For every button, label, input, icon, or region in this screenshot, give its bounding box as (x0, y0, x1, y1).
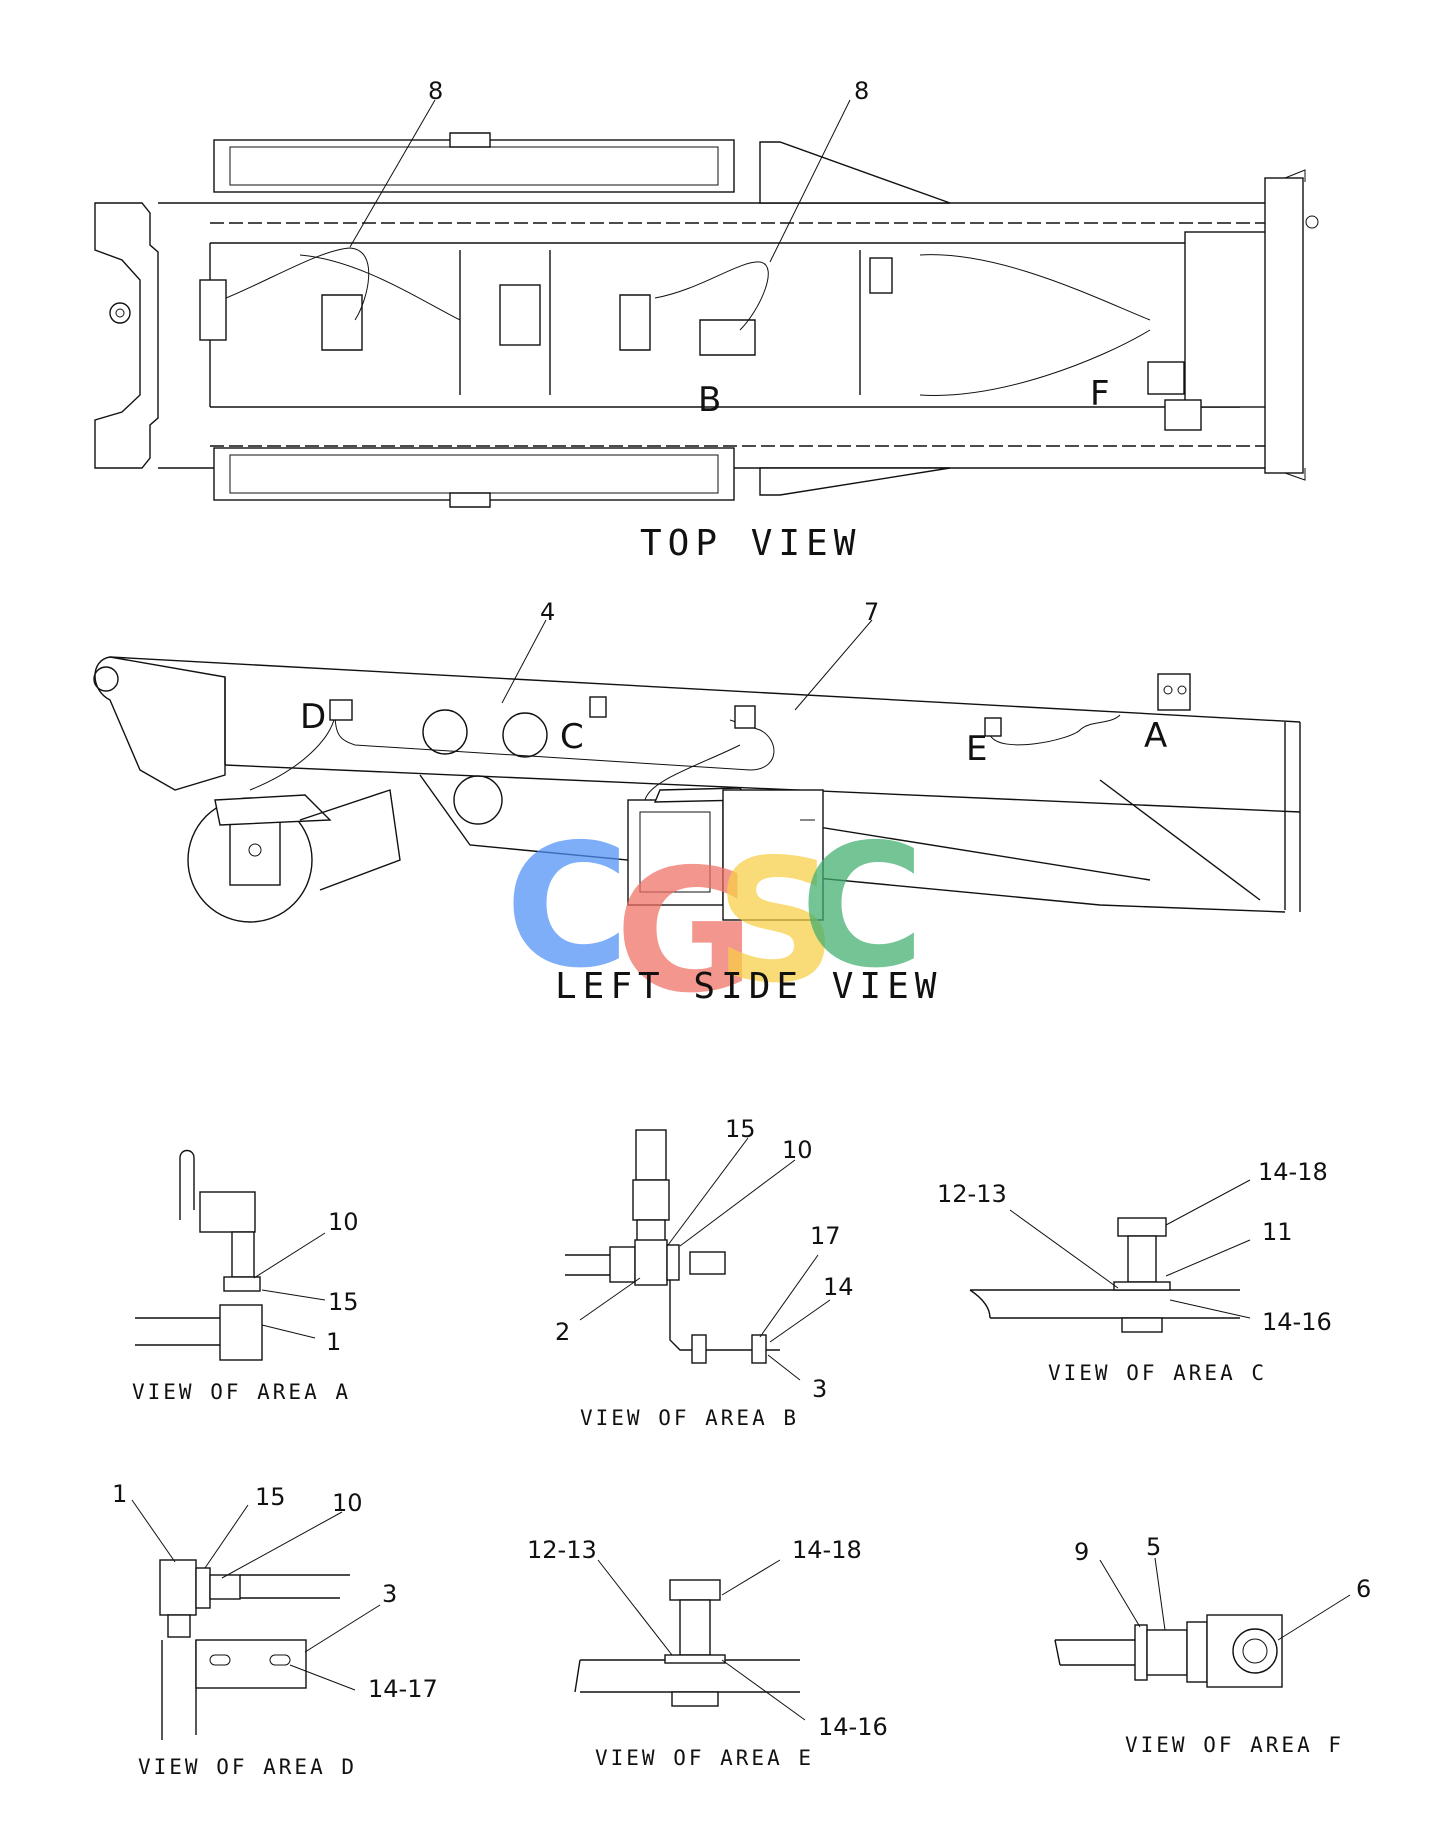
area-b-title: VIEW OF AREA B (580, 1406, 799, 1430)
top-view: 8 8 B F TOP VIEW (94, 77, 1319, 564)
area-label-c: C (560, 717, 584, 757)
area-d-title: VIEW OF AREA D (138, 1755, 357, 1779)
area-c-view: 12-13 14-18 11 14-16 VIEW OF AREA C (937, 1158, 1332, 1385)
area-b-callout-15: 15 (725, 1115, 756, 1143)
area-f-title: VIEW OF AREA F (1125, 1733, 1344, 1757)
area-e-callout-14-16: 14-16 (818, 1713, 888, 1741)
area-f-callout-6: 6 (1356, 1575, 1371, 1603)
area-b-callout-3: 3 (812, 1375, 827, 1403)
area-a-callout-10: 10 (328, 1208, 359, 1236)
area-c-callout-12-13: 12-13 (937, 1180, 1007, 1208)
area-label-f: F (1090, 374, 1110, 414)
area-a-view: 10 15 1 VIEW OF AREA A (132, 1149, 359, 1404)
left-side-view-title: LEFT SIDE VIEW (555, 966, 942, 1007)
area-b-callout-2: 2 (555, 1318, 570, 1346)
top-view-title: TOP VIEW (640, 523, 861, 564)
area-a-callout-1: 1 (326, 1328, 341, 1356)
callout-8-left: 8 (428, 77, 443, 105)
area-d-callout-3: 3 (382, 1580, 397, 1608)
area-c-callout-14-16: 14-16 (1262, 1308, 1332, 1336)
cgsc-watermark: C G S C (505, 808, 925, 1031)
callout-7: 7 (864, 598, 879, 626)
area-label-d: D (300, 697, 326, 737)
area-b-callout-17: 17 (810, 1222, 841, 1250)
area-label-b: B (698, 380, 721, 420)
area-d-callout-10: 10 (332, 1489, 363, 1517)
area-e-view: 12-13 14-18 14-16 VIEW OF AREA E (527, 1536, 888, 1770)
callout-8-right: 8 (854, 77, 869, 105)
area-b-callout-14: 14 (823, 1273, 854, 1301)
left-side-view: 4 7 D C E A (93, 598, 1301, 923)
area-e-callout-14-18: 14-18 (792, 1536, 862, 1564)
area-b-callout-10: 10 (782, 1136, 813, 1164)
area-label-a: A (1144, 716, 1167, 756)
area-e-title: VIEW OF AREA E (595, 1746, 814, 1770)
area-f-callout-9: 9 (1074, 1538, 1089, 1566)
area-d-callout-1: 1 (112, 1480, 127, 1508)
callout-4: 4 (540, 598, 555, 626)
area-e-callout-12-13: 12-13 (527, 1536, 597, 1564)
area-d-view: 1 15 10 3 14-17 VIEW OF AREA D (112, 1480, 438, 1779)
watermark-letter-4: C (800, 808, 925, 1006)
area-f-callout-5: 5 (1146, 1533, 1161, 1561)
area-a-callout-15: 15 (328, 1288, 359, 1316)
watermark-letter-1: C (505, 808, 630, 1006)
area-c-title: VIEW OF AREA C (1048, 1361, 1267, 1385)
area-d-callout-15: 15 (255, 1483, 286, 1511)
area-d-callout-14-17: 14-17 (368, 1675, 438, 1703)
area-f-view: 9 5 6 VIEW OF AREA F (1054, 1533, 1371, 1757)
watermark-letter-3: S (715, 823, 837, 1021)
area-a-title: VIEW OF AREA A (132, 1380, 351, 1404)
area-b-view: 15 10 17 14 2 3 VIEW OF AREA B (555, 1115, 854, 1430)
area-c-callout-14-18: 14-18 (1258, 1158, 1328, 1186)
watermark-letter-2: G (615, 833, 755, 1031)
area-label-e: E (966, 729, 987, 769)
area-c-callout-11: 11 (1262, 1218, 1293, 1246)
